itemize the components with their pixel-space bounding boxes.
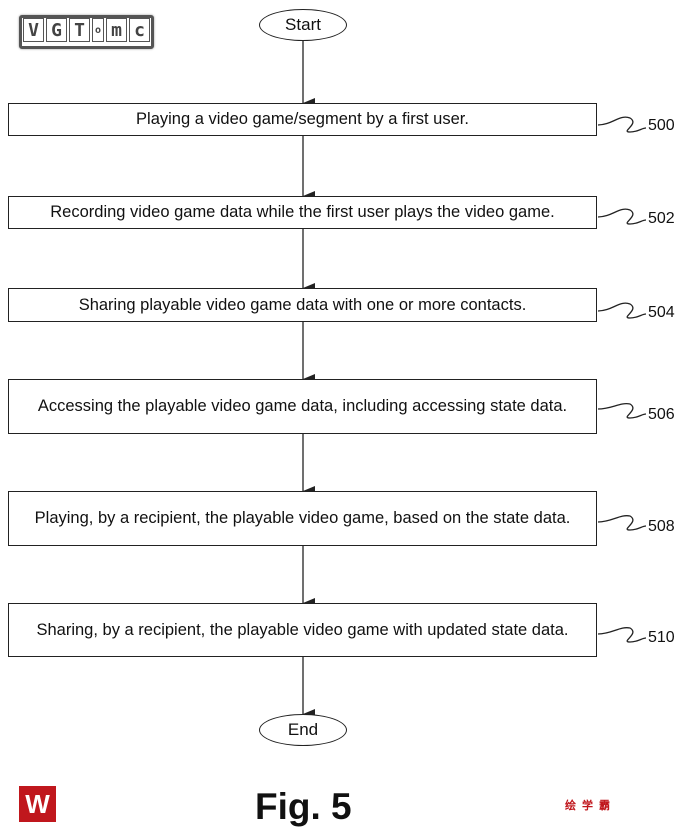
logo-letter: V bbox=[23, 18, 44, 42]
leader-504 bbox=[597, 302, 647, 319]
logo-letter: G bbox=[46, 18, 67, 42]
start-terminal: Start bbox=[259, 9, 347, 41]
step-box-500: Playing a video game/segment by a first … bbox=[8, 103, 597, 136]
step-box-510: Sharing, by a recipient, the playable vi… bbox=[8, 603, 597, 657]
step-ref-510: 510 bbox=[648, 629, 675, 646]
step-ref-500: 500 bbox=[648, 117, 675, 134]
logo-letter: c bbox=[129, 18, 150, 42]
leader-500 bbox=[597, 116, 647, 133]
step-ref-504: 504 bbox=[648, 304, 675, 321]
step-ref-502: 502 bbox=[648, 210, 675, 227]
leader-502 bbox=[597, 208, 647, 225]
step-ref-508: 508 bbox=[648, 518, 675, 535]
leader-506 bbox=[597, 402, 647, 419]
w-logo: W bbox=[19, 786, 56, 822]
step-box-504: Sharing playable video game data with on… bbox=[8, 288, 597, 322]
step-ref-506: 506 bbox=[648, 406, 675, 423]
step-box-502: Recording video game data while the firs… bbox=[8, 196, 597, 229]
logo-letter: T bbox=[69, 18, 90, 42]
leader-510 bbox=[597, 627, 647, 643]
step-box-508: Playing, by a recipient, the playable vi… bbox=[8, 491, 597, 546]
vgtime-watermark-logo: V G T o m c bbox=[19, 15, 154, 49]
leader-508 bbox=[597, 515, 647, 531]
step-box-506: Accessing the playable video game data, … bbox=[8, 379, 597, 434]
logo-letter: o bbox=[92, 18, 104, 42]
logo-letter: m bbox=[106, 18, 127, 42]
watermark-text: 绘学霸 bbox=[565, 800, 616, 812]
figure-caption: Fig. 5 bbox=[255, 786, 352, 827]
end-terminal: End bbox=[259, 714, 347, 746]
